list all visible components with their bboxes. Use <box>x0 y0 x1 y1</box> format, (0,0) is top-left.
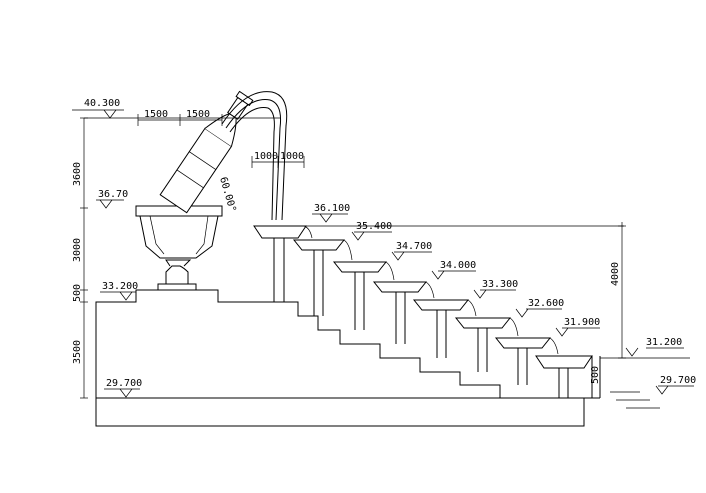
elev-basin-3: 34.700 <box>396 241 432 252</box>
elev-basin-5: 33.300 <box>482 279 518 290</box>
top-dimension-chain <box>137 114 305 168</box>
fountain-top <box>253 225 307 302</box>
elev-ground: 29.700 <box>106 378 142 389</box>
elevation-markers <box>72 109 694 398</box>
elev-platform: 33.200 <box>102 281 138 292</box>
ground-slab <box>95 397 585 427</box>
elev-pool-right: 31.200 <box>646 337 682 348</box>
elev-basin-7: 31.900 <box>564 317 600 328</box>
dim-height-small: 500 <box>72 284 83 302</box>
dim-nozzle-width-2: 1000 <box>280 151 304 162</box>
water-spouts <box>303 225 559 355</box>
bottle-angle-label: 60.00° <box>217 176 238 214</box>
dim-top-width-2: 1500 <box>186 109 210 120</box>
right-pool <box>545 356 660 409</box>
dim-height-middle: 3000 <box>72 238 83 262</box>
ice-bucket <box>135 205 223 259</box>
dim-height-lower: 3500 <box>72 340 83 364</box>
dim-nozzle-width-1: 1000 <box>254 151 278 162</box>
left-dimension-chain <box>80 117 280 399</box>
bottle <box>159 90 254 214</box>
elev-basin-2: 35.400 <box>356 221 392 232</box>
elev-bottle-base: 36.70 <box>98 189 128 200</box>
cascade-basins <box>292 239 593 398</box>
right-dimension-chain <box>306 222 690 359</box>
elev-basin-6: 32.600 <box>528 298 564 309</box>
elev-water-surface: 29.700 <box>660 375 696 386</box>
elev-fountain-top: 36.100 <box>314 203 350 214</box>
elev-basin-4: 34.000 <box>440 260 476 271</box>
dim-height-pool: 500 <box>590 366 601 384</box>
dim-height-cascade: 4000 <box>610 262 621 286</box>
dim-top-width-1: 1500 <box>144 109 168 120</box>
dim-height-upper: 3600 <box>72 162 83 186</box>
elev-top: 40.300 <box>84 98 120 109</box>
bucket-pedestal <box>157 259 197 291</box>
